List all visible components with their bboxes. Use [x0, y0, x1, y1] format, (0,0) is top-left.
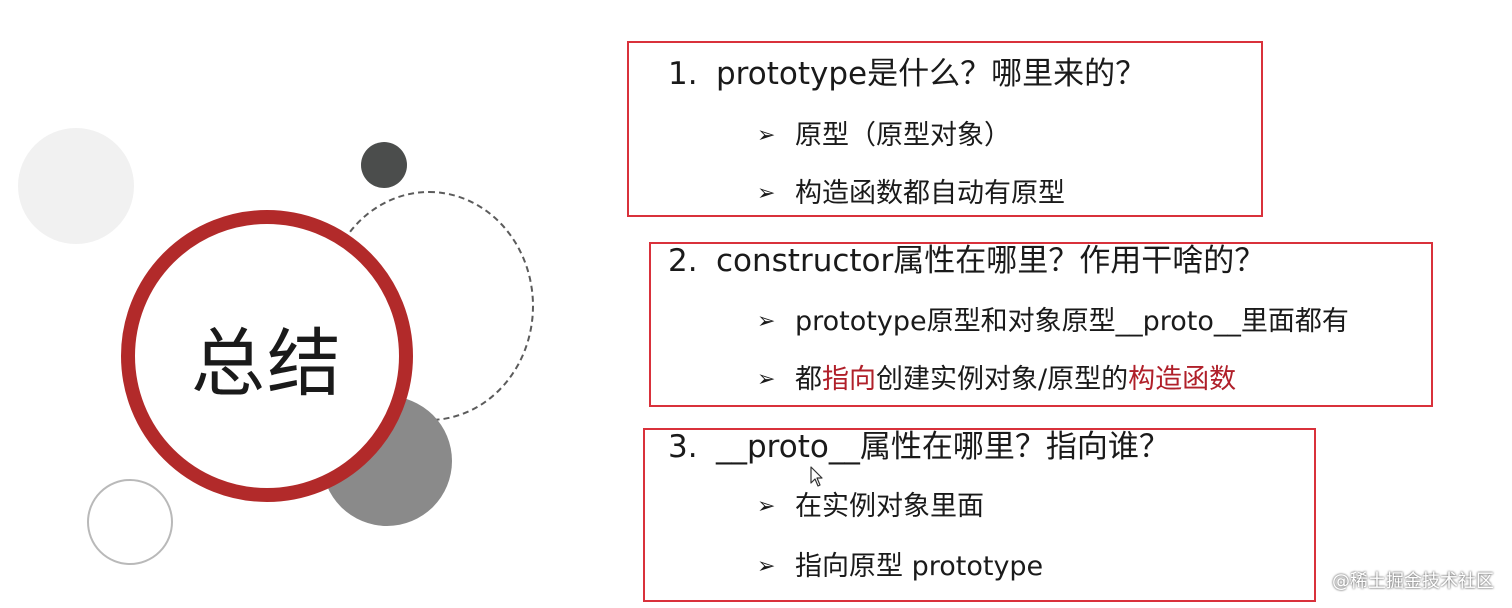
arrow-bullet-icon: ➢: [757, 367, 776, 392]
section-2-heading-text: constructor属性在哪里？作用干啥的？: [716, 243, 1266, 279]
section-1-heading: 1. prototype是什么？哪里来的？: [668, 56, 1146, 92]
bullet-text: 构造函数都自动有原型: [795, 178, 1065, 209]
arrow-bullet-icon: ➢: [757, 181, 776, 206]
section-box-1: [627, 41, 1263, 217]
section-1-bullet-2: ➢ 构造函数都自动有原型: [757, 177, 1065, 211]
section-2-number: 2.: [668, 243, 698, 279]
decor-circle-light: [18, 128, 134, 244]
summary-title-circle: 总结: [121, 210, 413, 502]
arrow-bullet-icon: ➢: [757, 309, 776, 334]
summary-title: 总结: [191, 320, 343, 407]
section-1-heading-text: prototype是什么？哪里来的？: [716, 56, 1147, 92]
arrow-bullet-icon: ➢: [757, 494, 776, 519]
section-3-number: 3.: [668, 429, 698, 465]
bullet-text-part: 都: [795, 364, 822, 395]
section-3-heading: 3. __proto__属性在哪里？指向谁？: [668, 429, 1170, 465]
decor-circle-dark: [361, 142, 407, 188]
bullet-text: prototype原型和对象原型__proto__里面都有: [795, 306, 1349, 337]
arrow-bullet-icon: ➢: [757, 123, 776, 148]
highlight-text: 构造函数: [1128, 364, 1237, 395]
section-3-heading-text: __proto__属性在哪里？指向谁？: [716, 429, 1170, 465]
section-2-bullet-1: ➢ prototype原型和对象原型__proto__里面都有: [757, 305, 1349, 339]
section-2-bullet-2: ➢ 都指向创建实例对象/原型的构造函数: [757, 363, 1236, 397]
bullet-text-part: 创建实例对象/原型的: [876, 364, 1129, 395]
arrow-bullet-icon: ➢: [757, 554, 776, 579]
section-box-2: [649, 242, 1433, 407]
section-2-heading: 2. constructor属性在哪里？作用干啥的？: [668, 243, 1265, 279]
bullet-text: 原型（原型对象）: [795, 120, 1011, 151]
section-3-bullet-1: ➢ 在实例对象里面: [757, 490, 984, 524]
highlight-text: 指向: [822, 364, 876, 395]
decor-circle-outline: [87, 479, 173, 565]
watermark: @稀土掘金技术社区: [1332, 571, 1494, 592]
section-box-3: [643, 428, 1316, 602]
section-3-bullet-2: ➢ 指向原型 prototype: [757, 550, 1043, 584]
mouse-cursor-icon: [810, 466, 823, 487]
bullet-text: 指向原型 prototype: [795, 551, 1044, 582]
section-1-number: 1.: [668, 56, 698, 92]
section-1-bullet-1: ➢ 原型（原型对象）: [757, 119, 1011, 153]
bullet-text: 在实例对象里面: [795, 491, 984, 522]
